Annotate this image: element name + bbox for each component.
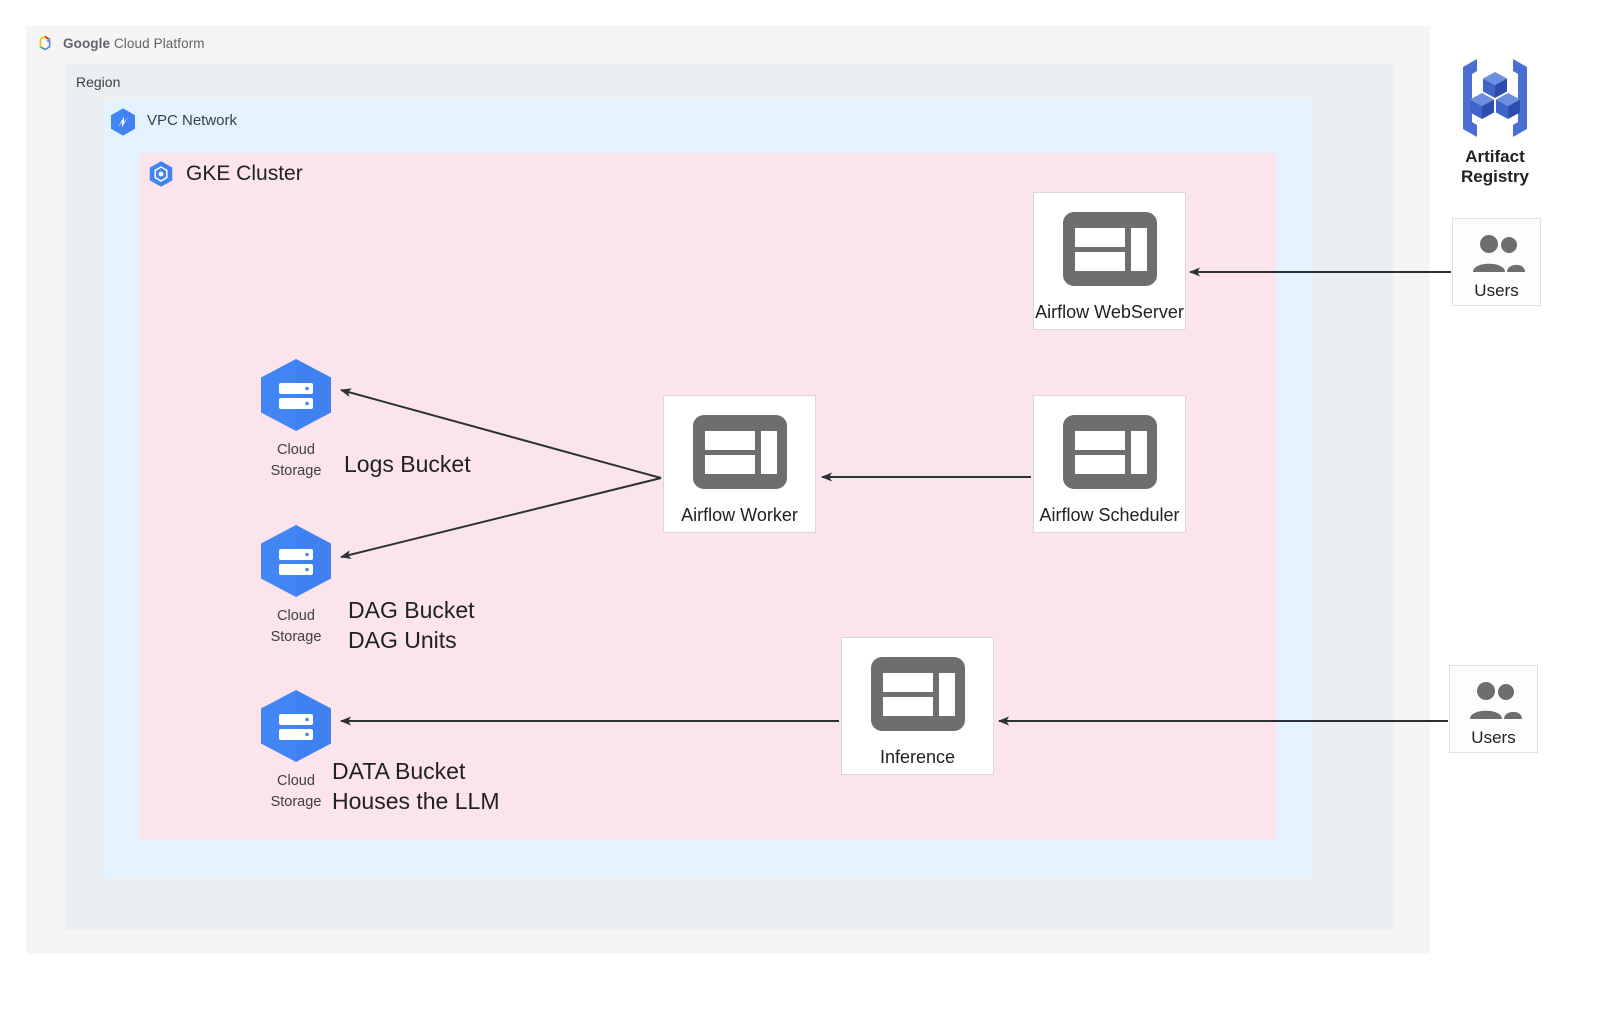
- dashboard-panel-icon: [1062, 415, 1157, 489]
- storage-caption-line1: Cloud: [277, 773, 315, 789]
- dashboard-panel-icon: [1062, 212, 1157, 286]
- cloud-storage-icon: [261, 525, 331, 597]
- gcp-wordmark-rest: Cloud Platform: [110, 35, 205, 51]
- node-label: Users: [1474, 281, 1519, 300]
- cloud-storage-icon: [261, 359, 331, 431]
- cloud-storage-icon: [261, 690, 331, 762]
- artifact-registry-label-line2: Registry: [1460, 167, 1530, 187]
- gcp-wordmark-google: Google: [63, 35, 111, 51]
- annotation-logs-bucket: Logs Bucket: [344, 451, 471, 477]
- node-label: Airflow WebServer: [1035, 302, 1184, 322]
- gcp-wordmark: Google Cloud Platform: [63, 36, 205, 51]
- users-group-icon: [1472, 235, 1525, 272]
- storage-caption-line2: Storage: [270, 628, 322, 645]
- node-airflow-webserver[interactable]: Airflow WebServer: [1033, 192, 1186, 330]
- node-users-bottom[interactable]: Users: [1449, 665, 1538, 753]
- node-label: Airflow Worker: [681, 505, 798, 525]
- vpc-network-icon: [111, 108, 135, 136]
- users-group-icon: [1469, 682, 1522, 719]
- storage-logs-bucket[interactable]: Cloud Storage: [257, 357, 335, 481]
- node-label: Users: [1471, 728, 1516, 747]
- region-label: Region: [76, 74, 121, 90]
- dashboard-panel-icon: [870, 657, 965, 731]
- storage-caption-line2: Storage: [270, 462, 322, 479]
- artifact-registry-icon: [1463, 59, 1527, 137]
- gke-cluster-label: GKE Cluster: [186, 162, 303, 185]
- node-inference[interactable]: Inference: [841, 637, 994, 775]
- storage-dag-bucket[interactable]: Cloud Storage: [257, 523, 335, 647]
- gcp-header: Google Cloud Platform: [35, 33, 205, 53]
- storage-caption: Cloud Storage: [257, 440, 335, 481]
- node-users-top[interactable]: Users: [1452, 218, 1541, 306]
- storage-data-bucket[interactable]: Cloud Storage: [257, 688, 335, 812]
- artifact-registry[interactable]: Artifact Registry: [1447, 55, 1543, 187]
- storage-caption-line2: Storage: [270, 793, 322, 810]
- gke-cluster-icon: [149, 161, 173, 187]
- artifact-registry-label-line1: Artifact: [1465, 147, 1525, 166]
- dashboard-panel-icon: [692, 415, 787, 489]
- google-cloud-platform-logo: [39, 35, 51, 51]
- artifact-registry-label: Artifact Registry: [1461, 147, 1529, 187]
- node-label: Airflow Scheduler: [1039, 505, 1180, 525]
- annotation-data-bucket: DATA Bucket Houses the LLM: [332, 758, 500, 815]
- vpc-network-label: VPC Network: [147, 112, 238, 129]
- storage-caption-line1: Cloud: [277, 442, 315, 458]
- storage-caption: Cloud Storage: [257, 771, 335, 812]
- node-label: Inference: [879, 747, 956, 767]
- node-airflow-scheduler[interactable]: Airflow Scheduler: [1033, 395, 1186, 533]
- annotation-dag-bucket: DAG Bucket DAG Units: [348, 597, 475, 654]
- node-airflow-worker[interactable]: Airflow Worker: [663, 395, 816, 533]
- storage-caption: Cloud Storage: [257, 606, 335, 647]
- storage-caption-line1: Cloud: [277, 608, 315, 624]
